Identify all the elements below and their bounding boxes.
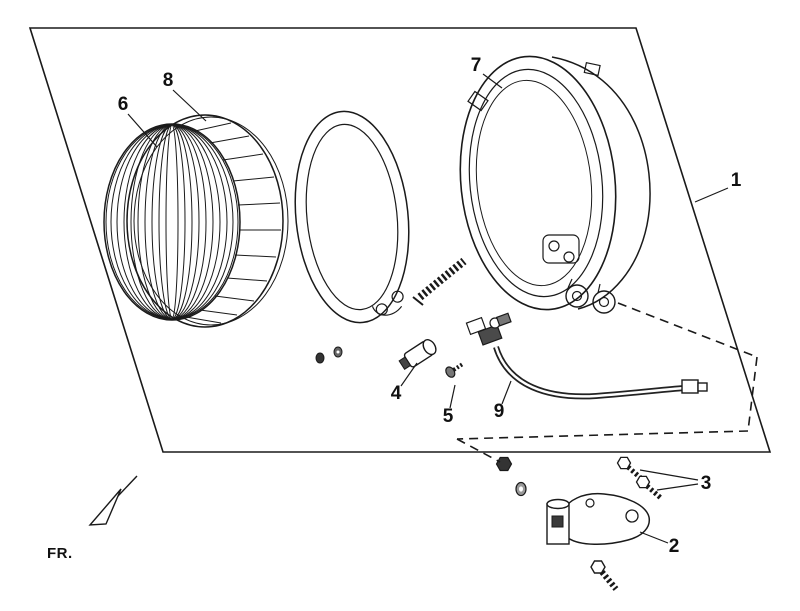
diagram-border [28, 27, 772, 453]
front-direction-marker: FR. [47, 475, 138, 562]
bolt-pair [616, 456, 664, 501]
part-label-8: 8 [163, 70, 174, 91]
part-label-4: 4 [391, 383, 402, 404]
part-label-2: 2 [669, 536, 680, 557]
small-washers [315, 346, 343, 364]
fr-label: FR. [47, 545, 73, 562]
part-label-9: 9 [494, 401, 505, 422]
lens-rim-ring [126, 114, 289, 328]
part-labels: 1 2 3 4 5 6 7 8 9 [118, 55, 742, 557]
dashed-assembly-lines [456, 302, 758, 463]
small-screw [445, 362, 464, 378]
bulb-socket [398, 339, 437, 370]
headlight-case [459, 55, 651, 314]
fr-arrow-icon [88, 488, 122, 526]
part-label-1: 1 [731, 170, 742, 191]
mounting-bracket [495, 456, 651, 591]
leader-lines [127, 73, 729, 544]
wire-harness [465, 312, 708, 400]
threaded-screw-icon [412, 257, 467, 306]
part-label-7: 7 [471, 55, 482, 76]
part-label-5: 5 [443, 406, 454, 427]
part-label-3: 3 [701, 473, 712, 494]
trim-ring [294, 110, 410, 324]
part-label-6: 6 [118, 94, 129, 115]
headlight-lens [103, 123, 241, 321]
